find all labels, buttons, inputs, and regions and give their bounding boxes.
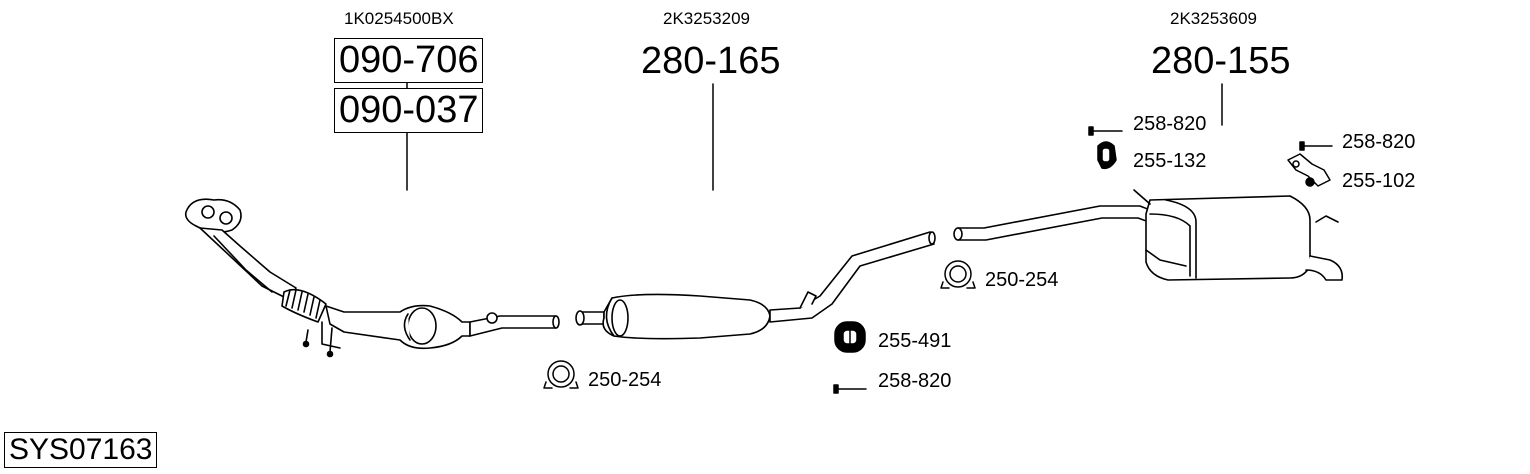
part-number-box-front-2[interactable]: 090-037 [334, 88, 484, 133]
bolt-icon [833, 384, 867, 394]
oem-number-rear: 2K3253609 [1170, 9, 1257, 28]
bolt-icon [1088, 126, 1123, 136]
part-number-middle[interactable]: 280-165 [641, 40, 781, 82]
oem-number-middle: 2K3253209 [663, 9, 750, 28]
system-code-box: SYS07163 [4, 432, 158, 468]
bolt-icon [1299, 141, 1333, 151]
bracket-icon [1287, 153, 1331, 187]
front-pipe-catalyst-icon [184, 198, 560, 358]
accessory-label-bracket-right[interactable]: 255-102 [1342, 170, 1416, 192]
part-number-rear[interactable]: 280-155 [1151, 40, 1291, 82]
rubber-mount-icon [1097, 141, 1117, 170]
accessory-label-bolt-middle[interactable]: 258-820 [878, 370, 952, 392]
accessory-label-bolt-right[interactable]: 258-820 [1342, 131, 1416, 153]
clamp-icon [940, 260, 976, 289]
rubber-hanger-icon [834, 321, 866, 353]
accessory-label-clamp-rear[interactable]: 250-254 [985, 269, 1059, 291]
accessory-label-mount-rear[interactable]: 255-132 [1133, 150, 1207, 172]
part-number-box-front-1[interactable]: 090-706 [334, 38, 484, 83]
accessory-label-hanger-middle[interactable]: 255-491 [878, 330, 952, 352]
oem-number-front: 1K0254500BX [344, 9, 454, 28]
clamp-icon [543, 360, 579, 389]
middle-silencer-icon [575, 231, 936, 340]
accessory-label-bolt-rear[interactable]: 258-820 [1133, 113, 1207, 135]
rear-silencer-icon [953, 189, 1344, 281]
accessory-label-clamp-front[interactable]: 250-254 [588, 369, 662, 391]
